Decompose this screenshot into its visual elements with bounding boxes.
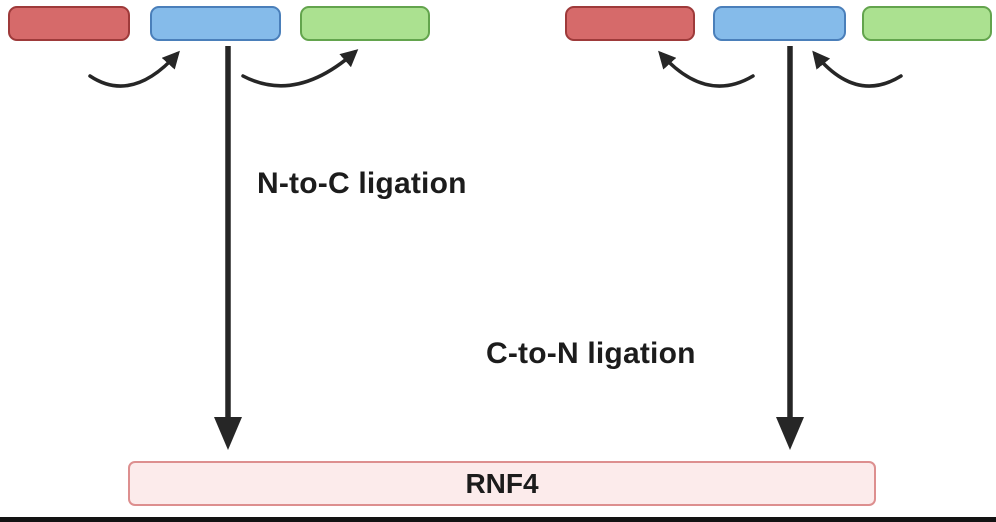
- curved-arrow-right-green-to-blue-icon: [812, 50, 903, 88]
- curved-arrow-right-blue-to-red-icon: [658, 50, 755, 88]
- right-red-fragment: [565, 6, 695, 41]
- c-to-n-ligation-label: C-to-N ligation: [486, 337, 696, 370]
- right-blue-fragment: [713, 6, 846, 41]
- ligation-arrow-left-icon: [214, 46, 242, 450]
- curved-arrow-left-blue-to-green-icon: [241, 49, 359, 88]
- left-red-fragment: [8, 6, 130, 41]
- ligation-arrow-right-icon: [776, 46, 804, 450]
- rnf4-product-box: RNF4: [128, 461, 876, 506]
- left-green-fragment: [300, 6, 430, 41]
- right-green-fragment: [862, 6, 992, 41]
- curved-arrow-left-red-to-blue-icon: [88, 50, 180, 88]
- left-blue-fragment: [150, 6, 281, 41]
- n-to-c-ligation-label: N-to-C ligation: [257, 167, 467, 200]
- bottom-divider: [0, 517, 996, 522]
- rnf4-product-label: RNF4: [465, 467, 539, 499]
